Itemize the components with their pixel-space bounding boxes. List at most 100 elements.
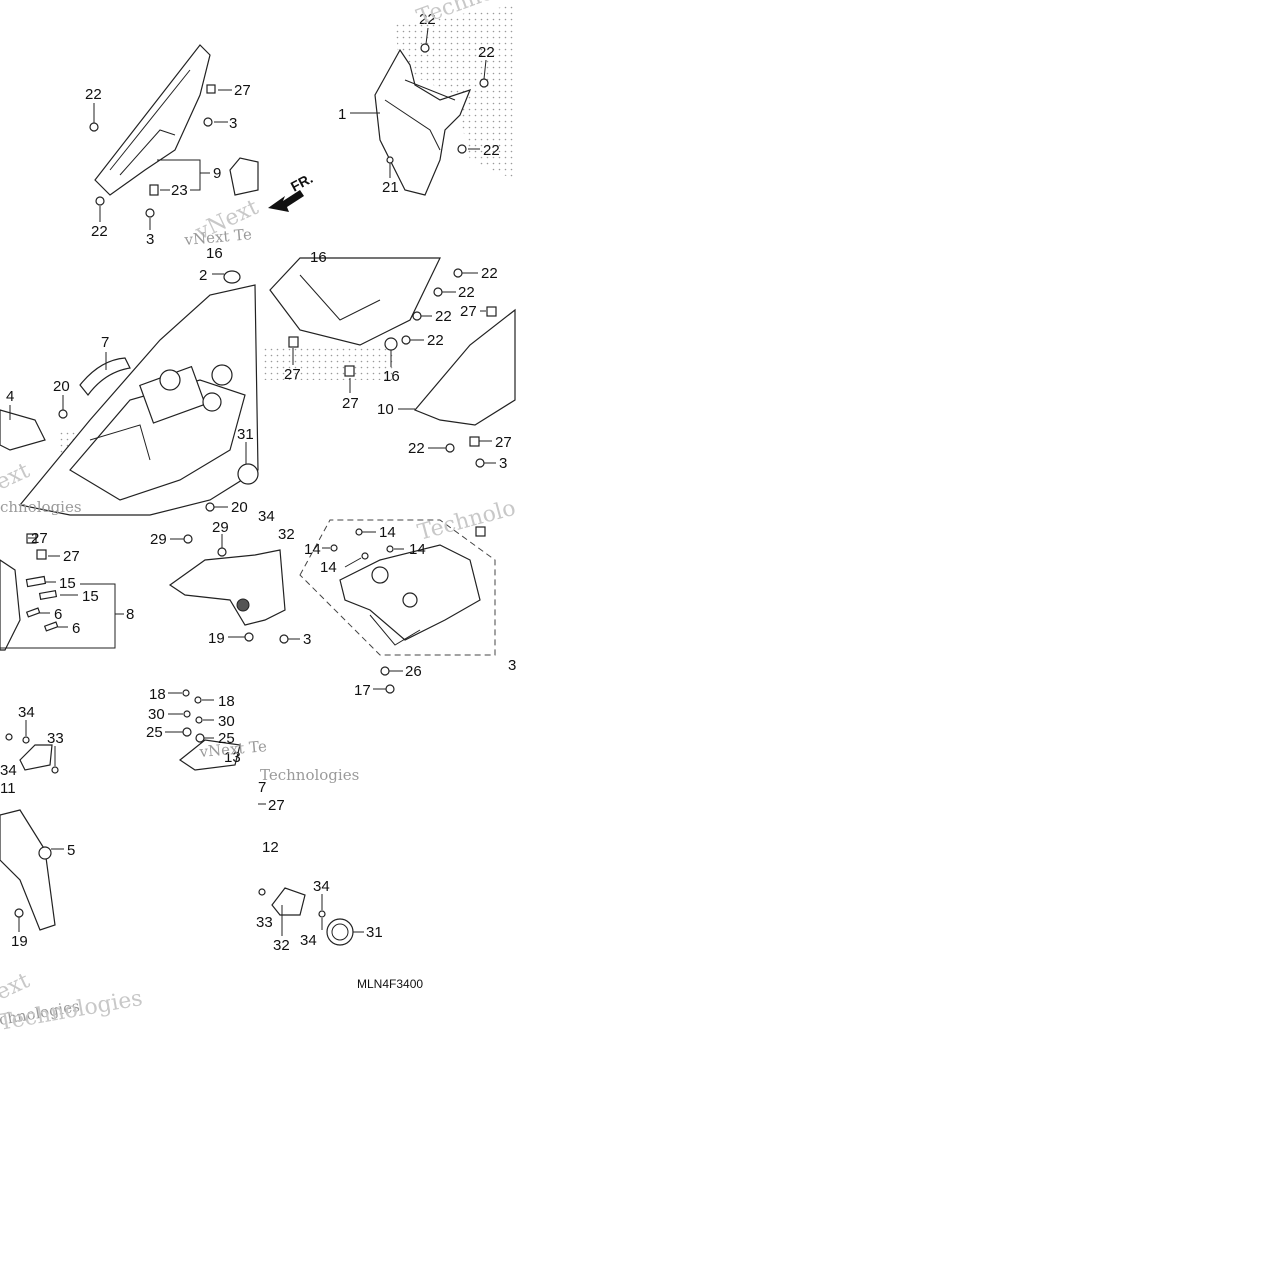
callout-label: 14 <box>304 541 321 558</box>
leader-lines <box>9 27 496 936</box>
watermark-text: ext <box>0 968 34 1005</box>
callout-label: 26 <box>405 663 422 680</box>
callout-label: 15 <box>82 588 99 605</box>
bushing-part <box>223 270 241 284</box>
seal-part <box>0 409 46 451</box>
callout-label: 23 <box>171 182 188 199</box>
callout-label: 27 <box>268 797 285 814</box>
watermark-text: Technolo <box>415 496 518 546</box>
callout-label: 16 <box>206 245 223 262</box>
shading-region <box>262 345 395 380</box>
callout-label: 5 <box>67 842 75 859</box>
callout-label: 19 <box>11 933 28 950</box>
callout-label: 29 <box>150 531 167 548</box>
callout-label: 22 <box>85 86 102 103</box>
band-part <box>79 357 131 396</box>
group-bracket <box>0 583 116 649</box>
callout-label: 3 <box>303 631 311 648</box>
callout-label: 34 <box>0 762 17 779</box>
callout-label: 22 <box>435 308 452 325</box>
callout-label: 4 <box>6 388 14 405</box>
callout-label: 21 <box>382 179 399 196</box>
callout-label: 9 <box>213 165 221 182</box>
callout-label: 27 <box>495 434 512 451</box>
callout-label: 17 <box>354 682 371 699</box>
callout-label: 3 <box>508 657 516 674</box>
callout-label: 11 <box>0 780 16 797</box>
callout-label: 15 <box>59 575 76 592</box>
callout-label: 22 <box>408 440 425 457</box>
front-direction-arrow: FR. <box>268 170 315 212</box>
callout-label: 27 <box>63 548 80 565</box>
bracket-part <box>229 157 259 196</box>
callout-label: 18 <box>149 686 166 703</box>
cap-part <box>237 463 259 485</box>
inner-cover-part <box>269 257 516 426</box>
reflector-inner <box>331 923 349 941</box>
callout-label: 16 <box>383 368 400 385</box>
callout-labels: 22 22 1 22 21 16 22 27 3 9 23 22 3 2 16 … <box>0 11 516 954</box>
fasteners <box>5 43 497 918</box>
callout-label: 3 <box>229 115 237 132</box>
callout-label: 13 <box>224 749 241 766</box>
nut-part <box>178 739 241 771</box>
callout-label: 34 <box>18 704 35 721</box>
callout-label: 27 <box>460 303 477 320</box>
diagram-code: MLN4F3400 <box>357 977 423 991</box>
callout-label: 30 <box>218 713 235 730</box>
watermark-text: ext <box>0 458 34 495</box>
callout-label: 22 <box>419 11 436 28</box>
group-outline <box>299 519 496 656</box>
reflector-part <box>38 846 52 860</box>
callout-label: 34 <box>313 878 330 895</box>
callout-label: 22 <box>427 332 444 349</box>
watermark-text: Technologies <box>260 766 359 784</box>
callout-label: 3 <box>499 455 507 472</box>
callout-label: 29 <box>212 519 229 536</box>
callout-label: 3 <box>146 231 154 248</box>
callout-label: 14 <box>409 541 426 558</box>
callout-label: 20 <box>231 499 248 516</box>
bracket-part <box>271 887 306 916</box>
callout-label: 27 <box>284 366 301 383</box>
callout-label: 14 <box>320 559 337 576</box>
pad-part <box>38 589 58 601</box>
front-label: FR. <box>288 170 315 195</box>
callout-label: 25 <box>218 730 235 747</box>
callout-label: 2 <box>199 267 207 284</box>
rear-undertray-part <box>18 284 259 516</box>
callout-label: 14 <box>379 524 396 541</box>
callout-label: 27 <box>234 82 251 99</box>
callout-label: 22 <box>483 142 500 159</box>
rear-fender-part <box>374 48 472 196</box>
center-cover-part <box>0 559 21 651</box>
holder-part <box>168 549 286 626</box>
callout-label: 16 <box>310 249 327 266</box>
bracket-part <box>19 744 53 771</box>
license-holder-part <box>0 809 56 931</box>
callout-label: 7 <box>258 779 266 796</box>
spacer-part <box>25 607 41 618</box>
watermark-text: vNext Te <box>198 737 268 761</box>
mounting-bracket-part <box>339 544 481 646</box>
callout-label: 19 <box>208 630 225 647</box>
callout-label: 27 <box>31 530 48 547</box>
callout-label: 30 <box>148 706 165 723</box>
callout-label: 31 <box>366 924 383 941</box>
callout-label: 6 <box>72 620 80 637</box>
callout-label: 33 <box>47 730 64 747</box>
callout-label: 25 <box>146 724 163 741</box>
callout-label: 7 <box>101 334 109 351</box>
callout-label: 31 <box>237 426 254 443</box>
callout-label: 8 <box>126 606 134 623</box>
callout-label: 34 <box>258 508 275 525</box>
callout-label: 22 <box>91 223 108 240</box>
pad-part <box>25 575 47 588</box>
reflector-part <box>326 918 354 946</box>
watermark-text: vNext Te <box>183 225 253 249</box>
callout-label: 32 <box>278 526 295 543</box>
callout-label: 20 <box>53 378 70 395</box>
callout-label: 1 <box>338 106 346 123</box>
callout-label: 34 <box>300 932 317 949</box>
